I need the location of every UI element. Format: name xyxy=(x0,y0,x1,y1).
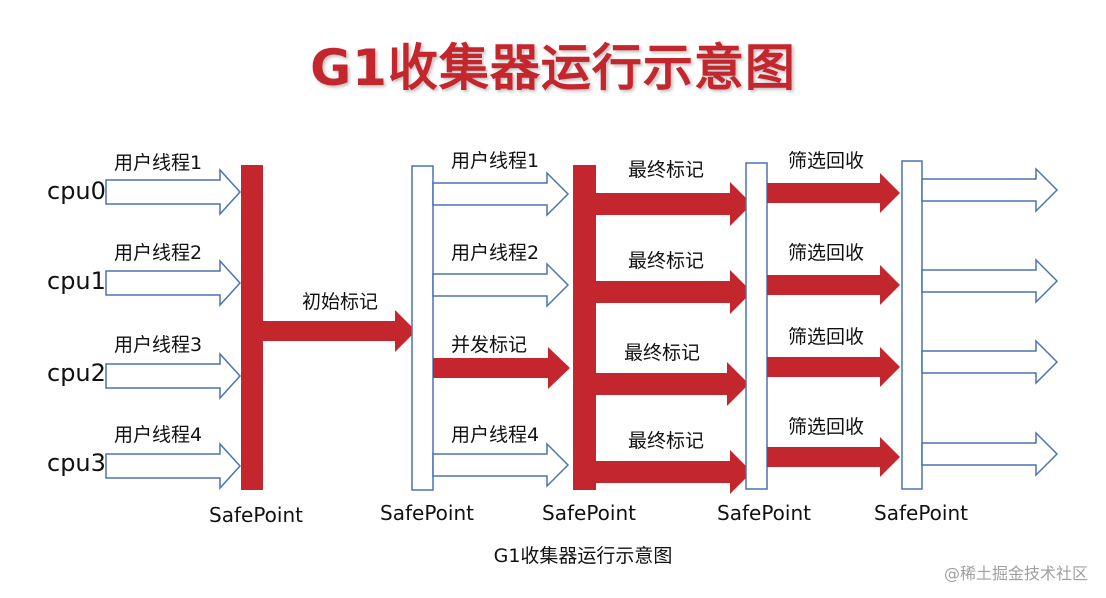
user-thread-arrow-1 xyxy=(105,168,242,216)
safepoint-label-5: SafePoint xyxy=(874,501,968,525)
user-thread-arrow-3 xyxy=(105,352,242,400)
concurrent-mark-arrow xyxy=(433,347,570,389)
page-title: G1收集器运行示意图 xyxy=(310,39,796,97)
screening-arrow-4 xyxy=(767,437,900,477)
stage2-arrow-2 xyxy=(432,262,570,308)
safepoint-label-3: SafePoint xyxy=(542,501,636,525)
safepoint-bar-3 xyxy=(573,165,596,490)
safepoint-label-2: SafePoint xyxy=(380,501,474,525)
user-thread-label-3: 用户线程3 xyxy=(114,334,202,356)
final-mark-arrow-4 xyxy=(596,450,752,494)
final-mark-arrow-3 xyxy=(596,362,749,406)
stage2-label-4: 用户线程4 xyxy=(451,424,539,446)
safepoint-label-1: SafePoint xyxy=(209,503,303,527)
cpu-label-3: cpu3 xyxy=(47,449,106,477)
user-thread-arrow-4 xyxy=(105,442,242,490)
resumed-thread-arrow-2 xyxy=(921,258,1059,304)
user-thread-arrow-2 xyxy=(105,259,242,307)
stage2-arrow-1 xyxy=(432,171,570,217)
initial-mark-arrow xyxy=(263,310,416,352)
diagram-caption: G1收集器运行示意图 xyxy=(494,545,673,567)
watermark: @稀土掘金技术社区 xyxy=(943,564,1088,583)
resumed-thread-arrow-3 xyxy=(921,339,1059,385)
screening-arrow-3 xyxy=(767,347,900,387)
safepoint-bar-1 xyxy=(241,165,263,490)
stage2-label-2: 用户线程2 xyxy=(451,242,539,264)
user-thread-label-1: 用户线程1 xyxy=(114,152,202,174)
cpu-label-2: cpu2 xyxy=(47,359,106,387)
final-mark-arrow-2 xyxy=(596,270,752,314)
cpu-label-0: cpu0 xyxy=(47,177,106,205)
final-mark-label-1: 最终标记 xyxy=(628,159,704,181)
screening-arrow-2 xyxy=(767,265,900,305)
user-thread-label-2: 用户线程2 xyxy=(114,242,202,264)
cpu-label-1: cpu1 xyxy=(47,267,106,295)
safepoint-bar-2 xyxy=(411,165,434,491)
screening-label-3: 筛选回收 xyxy=(788,326,864,348)
resumed-thread-arrow-1 xyxy=(921,167,1059,213)
user-thread-label-4: 用户线程4 xyxy=(114,424,202,446)
screening-label-4: 筛选回收 xyxy=(788,416,864,438)
stage2-arrow-4 xyxy=(432,442,570,488)
initial-mark-label: 初始标记 xyxy=(302,291,378,313)
safepoint-label-4: SafePoint xyxy=(717,501,811,525)
final-mark-arrow-1 xyxy=(596,182,752,226)
concurrent-mark-label: 并发标记 xyxy=(451,334,527,356)
stage2-label-1: 用户线程1 xyxy=(451,150,539,172)
final-mark-label-2: 最终标记 xyxy=(628,250,704,272)
safepoint-bar-4 xyxy=(745,162,768,490)
screening-arrow-1 xyxy=(767,173,900,213)
safepoint-bar-5 xyxy=(901,160,923,490)
final-mark-label-3: 最终标记 xyxy=(624,342,700,364)
screening-label-1: 筛选回收 xyxy=(788,150,864,172)
screening-label-2: 筛选回收 xyxy=(788,242,864,264)
resumed-thread-arrow-4 xyxy=(921,431,1059,477)
final-mark-label-4: 最终标记 xyxy=(628,430,704,452)
